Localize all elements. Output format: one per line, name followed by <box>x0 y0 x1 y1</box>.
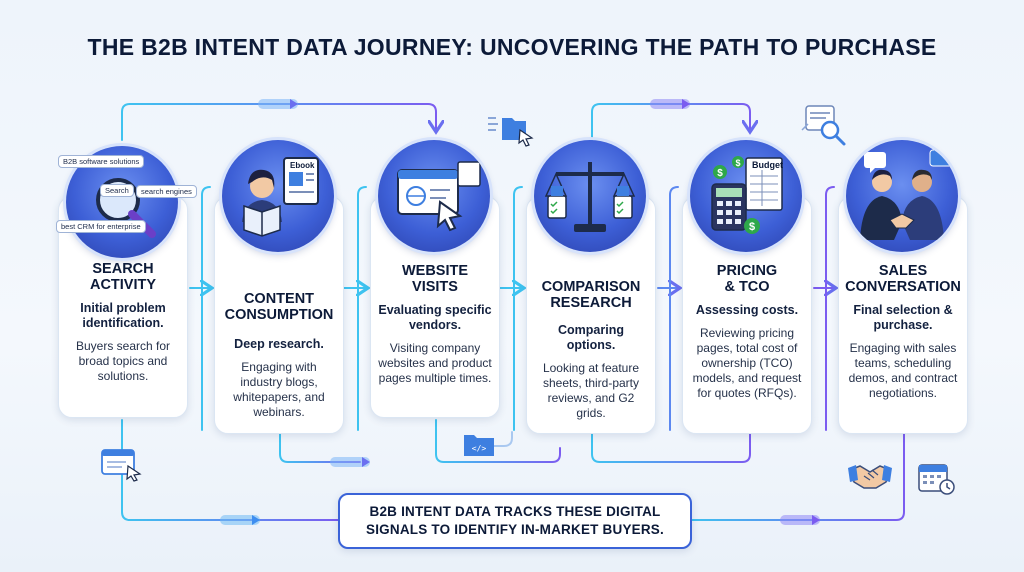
step-desc: Looking at feature sheets, third-party r… <box>542 361 640 420</box>
calculator-budget-icon: $ $ $ <box>690 140 802 252</box>
code-folder-icon: </> <box>464 435 494 456</box>
step-head: WEBSITE VISITS <box>401 263 469 295</box>
step-desc: Engaging with industry blogs, whitepaper… <box>233 360 325 419</box>
browser-window-icon <box>378 140 490 252</box>
step-head: SEARCH ACTIVITY <box>89 261 157 293</box>
step-desc: Buyers search for broad topics and solut… <box>75 339 171 383</box>
folder-cursor-icon <box>488 117 534 147</box>
summary-banner-text: B2B INTENT DATA TRACKS THESE DIGITAL SIG… <box>366 504 664 537</box>
step-head: PRICING & TCO <box>716 263 778 295</box>
step-sub: Evaluating specific vendors. <box>378 303 492 332</box>
loop-top-1 <box>121 103 436 141</box>
step-desc: Engaging with sales teams, scheduling de… <box>848 341 958 400</box>
loop-bottom-2 <box>435 419 561 463</box>
svg-text:$: $ <box>749 221 755 233</box>
reader-ebook-icon <box>222 140 334 252</box>
step-sub: Final selection & purchase. <box>853 303 953 332</box>
step-head: CONTENT CONSUMPTION <box>224 291 334 323</box>
search-chip-search: Search <box>100 184 134 197</box>
search-window-icon <box>801 105 846 146</box>
step-head: COMPARISON RESEARCH <box>541 279 641 311</box>
browser-cursor-icon <box>101 449 142 482</box>
step-desc: Reviewing pricing pages, total cost of o… <box>692 326 802 400</box>
step-sub: Assessing costs. <box>695 303 799 317</box>
step-sub: Initial problem identification. <box>80 301 166 330</box>
calendar-clock-icon <box>918 464 955 495</box>
budget-label: Budget <box>752 160 783 170</box>
search-chip-top: B2B software solutions <box>58 155 145 168</box>
step-desc: Visiting company websites and product pa… <box>378 341 492 385</box>
svg-text:$: $ <box>717 168 723 179</box>
handshake-people-icon <box>846 140 958 252</box>
loop-top-2 <box>591 103 750 141</box>
svg-text:</>: </> <box>472 444 487 453</box>
loop-bottom-3 <box>591 431 751 463</box>
ebook-label: Ebook <box>290 161 315 170</box>
page-title: THE B2B INTENT DATA JOURNEY: UNCOVERING … <box>87 34 937 60</box>
loop-base <box>121 419 339 521</box>
search-chip-engines: search engines <box>136 185 197 198</box>
summary-banner: B2B INTENT DATA TRACKS THESE DIGITAL SIG… <box>338 493 692 549</box>
loop-bottom-1 <box>279 431 361 463</box>
step-head: SALES CONVERSATION <box>845 263 961 295</box>
search-chip-bottom: best CRM for enterprise <box>56 220 146 233</box>
balance-scale-icon <box>534 140 646 252</box>
step-sub: Comparing options. <box>558 323 624 352</box>
handshake-small-icon <box>848 465 892 489</box>
svg-text:$: $ <box>735 158 740 168</box>
step-card-pricing: PRICING & TCO Assessing costs. Reviewing… <box>682 196 812 434</box>
step-sub: Deep research. <box>234 337 324 351</box>
